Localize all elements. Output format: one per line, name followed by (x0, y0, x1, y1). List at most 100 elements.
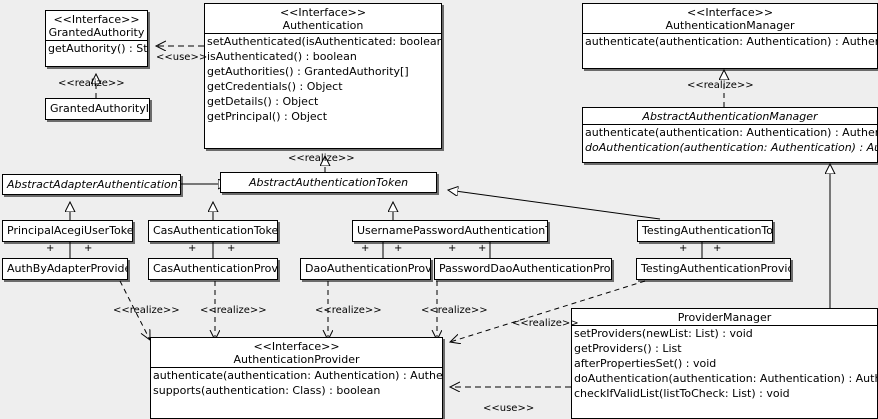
operation: checkIfValidList(listToCheck: List) : vo… (574, 387, 790, 400)
class-header: <<Interface>> AuthenticationManager (583, 4, 877, 33)
class-header: PasswordDaoAuthenticationProvider (435, 259, 611, 278)
class-authentication-provider[interactable]: <<Interface>> AuthenticationProvider aut… (150, 337, 443, 419)
class-header: AbstractAdapterAuthenticationToken (3, 175, 180, 194)
operation: isAuthenticated() : boolean (207, 50, 357, 63)
class-name: TestingAuthenticationToken (642, 224, 773, 237)
operation: authenticate(authentication: Authenticat… (153, 369, 442, 382)
operation: getAuthorities() : GrantedAuthority[] (207, 65, 409, 78)
label-realize-dao-provider: <<realize>> (315, 305, 382, 316)
class-header: GrantedAuthorityImpl (46, 99, 149, 118)
operations-compartment: authenticate(authentication: Authenticat… (583, 34, 877, 49)
class-name: TestingAuthenticationProvider (641, 262, 791, 275)
class-name: UsernamePasswordAuthenticationToken (357, 224, 547, 237)
stereotype-label: <<Interface>> (686, 6, 774, 19)
multiplicity-plus: + (227, 243, 236, 254)
class-header: AuthByAdapterProvider (3, 259, 127, 278)
class-granted-authority-impl[interactable]: GrantedAuthorityImpl (45, 98, 150, 120)
divider (583, 124, 877, 125)
operations-compartment: authenticate(authentication: Authenticat… (583, 125, 877, 155)
label-realize-abstract-authentication-manager: <<realize>> (687, 80, 754, 91)
class-testing-authentication-provider[interactable]: TestingAuthenticationProvider (636, 258, 791, 280)
class-abstract-authentication-manager[interactable]: AbstractAuthenticationManager authentica… (582, 107, 878, 163)
class-header: UsernamePasswordAuthenticationToken (353, 221, 547, 240)
operation: getAuthority() : String (48, 42, 147, 55)
class-name: Authentication (282, 19, 364, 32)
class-header: ProviderManager (572, 309, 877, 325)
operations-compartment: getAuthority() : String (46, 41, 147, 56)
class-header: AbstractAuthenticationToken (221, 173, 436, 192)
class-name: AbstractAuthenticationToken (248, 176, 409, 189)
class-cas-authentication-token[interactable]: CasAuthenticationToken (148, 220, 278, 242)
operation: doAuthentication(authentication: Authent… (585, 141, 877, 154)
multiplicity-plus: + (46, 243, 55, 254)
operation: getCredentials() : Object (207, 80, 343, 93)
multiplicity-plus: + (361, 243, 370, 254)
class-name: AuthenticationProvider (233, 353, 360, 366)
multiplicity-plus: + (679, 243, 688, 254)
divider (583, 33, 877, 34)
operations-compartment: authenticate(authentication: Authenticat… (151, 368, 442, 398)
class-header: CasAuthenticationProvider (149, 259, 277, 278)
class-header: DaoAuthenticationProvider (301, 259, 430, 278)
class-header: AbstractAuthenticationManager (583, 108, 877, 124)
operation: afterPropertiesSet() : void (574, 357, 717, 370)
class-name: AuthenticationManager (665, 19, 795, 32)
class-password-dao-authentication-provider[interactable]: PasswordDaoAuthenticationProvider (434, 258, 612, 280)
class-username-password-authentication-token[interactable]: UsernamePasswordAuthenticationToken (352, 220, 548, 242)
stereotype-label: <<Interface>> (53, 13, 140, 26)
class-name: DaoAuthenticationProvider (305, 262, 431, 275)
stereotype-label: <<Interface>> (253, 340, 340, 353)
label-realize-granted-authority-impl: <<realize>> (58, 78, 125, 89)
label-realize-cas-provider: <<realize>> (200, 305, 267, 316)
operation: getPrincipal() : Object (207, 110, 328, 123)
operation: authenticate(authentication: Authenticat… (585, 35, 877, 48)
edge-testing-token-generalization (448, 190, 661, 220)
divider (572, 325, 877, 326)
class-header: <<Interface>> AuthenticationProvider (151, 338, 442, 367)
class-name: ProviderManager (677, 311, 772, 324)
class-authentication-manager[interactable]: <<Interface>> AuthenticationManager auth… (582, 3, 878, 69)
label-realize-password-dao-provider: <<realize>> (421, 305, 488, 316)
multiplicity-plus: + (713, 243, 722, 254)
class-name: AbstractAdapterAuthenticationToken (7, 178, 180, 191)
class-granted-authority[interactable]: <<Interface>> GrantedAuthority getAuthor… (45, 10, 148, 67)
operations-compartment: setProviders(newList: List) : void getPr… (572, 326, 877, 401)
class-name: AuthByAdapterProvider (7, 262, 128, 275)
class-dao-authentication-provider[interactable]: DaoAuthenticationProvider (300, 258, 431, 280)
label-use-authentication-granted-authority: <<use>> (156, 52, 208, 63)
class-name: CasAuthenticationProvider (153, 262, 278, 275)
class-name: GrantedAuthority (48, 26, 145, 39)
multiplicity-plus: + (188, 243, 197, 254)
class-name: GrantedAuthorityImpl (50, 102, 149, 115)
class-name: CasAuthenticationToken (153, 224, 278, 237)
class-abstract-adapter-authentication-token[interactable]: AbstractAdapterAuthenticationToken (2, 174, 181, 195)
class-name: AbstractAuthenticationManager (642, 110, 818, 123)
class-header: <<Interface>> Authentication (205, 4, 441, 33)
label-realize-abstract-authentication-token: <<realize>> (288, 153, 355, 164)
class-header: PrincipalAcegiUserToken (3, 221, 132, 240)
class-principal-acegi-user-token[interactable]: PrincipalAcegiUserToken (2, 220, 133, 242)
class-cas-authentication-provider[interactable]: CasAuthenticationProvider (148, 258, 278, 280)
operation: getDetails() : Object (207, 95, 319, 108)
class-header: TestingAuthenticationToken (638, 221, 772, 240)
label-realize-auth-by-adapter-provider: <<realize>> (113, 305, 180, 316)
multiplicity-plus: + (448, 243, 457, 254)
label-use-provider-manager: <<use>> (483, 403, 535, 414)
class-name: PrincipalAcegiUserToken (7, 224, 133, 237)
divider (46, 40, 147, 41)
class-auth-by-adapter-provider[interactable]: AuthByAdapterProvider (2, 258, 128, 280)
class-provider-manager[interactable]: ProviderManager setProviders(newList: Li… (571, 308, 878, 419)
divider (205, 33, 441, 34)
stereotype-label: <<Interface>> (279, 6, 367, 19)
class-testing-authentication-token[interactable]: TestingAuthenticationToken (637, 220, 773, 242)
class-abstract-authentication-token[interactable]: AbstractAuthenticationToken (220, 172, 437, 193)
multiplicity-plus: + (84, 243, 93, 254)
class-authentication[interactable]: <<Interface>> Authentication setAuthenti… (204, 3, 442, 149)
operation: supports(authentication: Class) : boolea… (153, 384, 381, 397)
class-header: CasAuthenticationToken (149, 221, 277, 240)
class-name: PasswordDaoAuthenticationProvider (439, 262, 611, 275)
divider (151, 367, 442, 368)
operation: setProviders(newList: List) : void (574, 327, 753, 340)
operation: setAuthenticated(isAuthenticated: boolea… (207, 35, 441, 48)
